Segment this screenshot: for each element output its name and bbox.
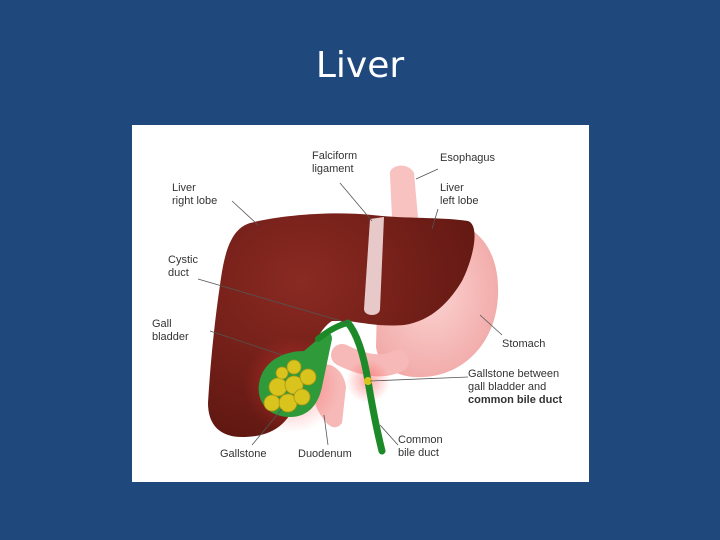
label-falciform-ligament: Falciform ligament <box>312 150 360 175</box>
label-cystic-duct: Cystic duct <box>168 254 201 279</box>
label-duodenum: Duodenum <box>298 448 352 460</box>
label-stomach: Stomach <box>502 338 545 350</box>
gallstones <box>263 359 317 413</box>
duct-gallstone <box>364 377 372 385</box>
label-gallstone-between: Gallstone between gall bladder and commo… <box>468 368 562 406</box>
liver-illustration: Liver right lobe Falciform ligament Esop… <box>152 150 562 460</box>
label-gall-bladder: Gall bladder <box>152 318 189 343</box>
label-liver-left-lobe: Liver left lobe <box>440 182 479 207</box>
label-common-bile-duct: Common bile duct <box>398 434 446 459</box>
label-esophagus: Esophagus <box>440 152 496 164</box>
slide-title: Liver <box>315 45 405 86</box>
liver-diagram: Liver right lobe Falciform ligament Esop… <box>132 125 589 482</box>
esophagus-shape <box>389 165 418 223</box>
label-leaders <box>197 168 503 446</box>
falciform-ligament-shape <box>364 217 384 315</box>
label-liver-right-lobe: Liver right lobe <box>172 182 217 207</box>
label-gallstone: Gallstone <box>220 448 266 460</box>
